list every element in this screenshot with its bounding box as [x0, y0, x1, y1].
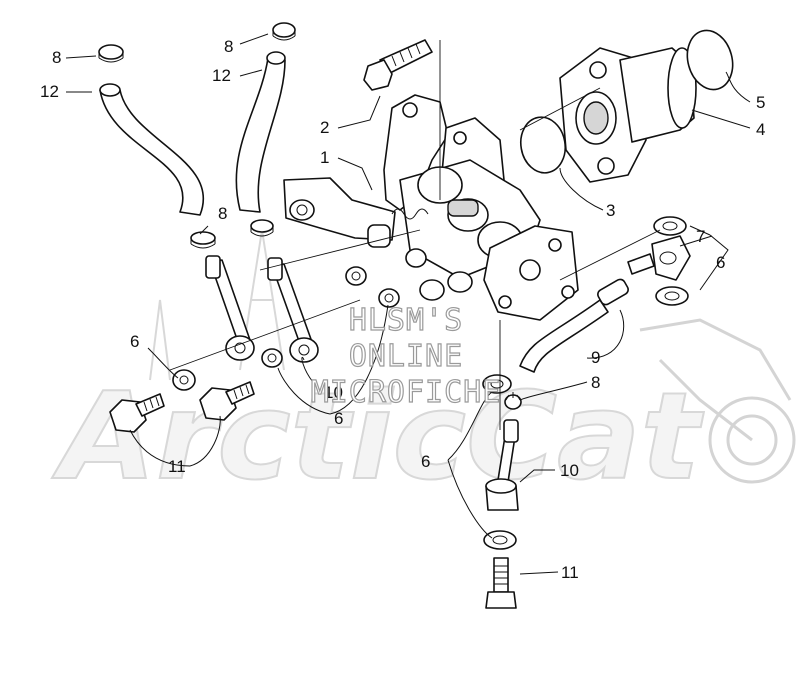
callout-4: 4 [756, 120, 765, 139]
callout-8-mid: 8 [218, 204, 227, 223]
hose-part-12-left [99, 83, 204, 216]
callout-11-lower: 11 [561, 563, 579, 582]
callout-8-top-right: 8 [224, 37, 233, 56]
clamp-part-8-top-right [272, 22, 296, 41]
banjo-bolt-part-11-lower [485, 557, 517, 609]
washer-part-6-c [345, 266, 367, 286]
bolt-part-2 [363, 39, 433, 91]
callout-11-left: 11 [168, 457, 186, 476]
watermark-background: ArcticCat [51, 229, 796, 508]
callout-12-right: 12 [212, 66, 231, 85]
callout-8-lower: 8 [591, 373, 600, 392]
callout-8-top-left: 8 [52, 48, 61, 67]
clamp-part-8-mid-left [190, 231, 216, 249]
watermark-line-2: ONLINE [349, 339, 463, 374]
callout-10-left: 10 [324, 383, 343, 402]
banjo-fitting-part-10-lower [485, 419, 519, 511]
washer-part-6-g [653, 216, 687, 236]
washer-part-6-f [483, 530, 517, 550]
banjo-bolt-part-7 [627, 235, 691, 281]
watermark-line-1: HLSM'S [349, 303, 463, 338]
washer-part-6-a [172, 369, 196, 391]
drive-housing-part-4 [559, 47, 697, 183]
oil-line-part-9 [519, 278, 629, 373]
banjo-fitting-part-10-left [205, 255, 255, 361]
callout-6-right: 6 [716, 253, 725, 272]
watermark-snowmobile-icon [639, 318, 796, 484]
callout-6-center: 6 [334, 409, 343, 428]
callout-2: 2 [320, 118, 329, 137]
clamp-part-8-lower [504, 392, 522, 410]
watermark-logo: ArcticCat [52, 368, 705, 507]
callout-1: 1 [320, 148, 329, 167]
callout-labels: 1 2 3 4 5 6 6 6 6 7 8 8 8 8 9 10 10 11 1… [40, 37, 765, 582]
callout-10-lower: 10 [560, 461, 579, 480]
washer-part-6-b [261, 348, 283, 368]
callout-6-lower: 6 [421, 452, 430, 471]
assembly-axis-lines [169, 40, 661, 430]
clamp-part-8-mid-right [250, 219, 274, 237]
callout-9: 9 [591, 348, 600, 367]
banjo-bolt-part-11-left [109, 393, 165, 433]
callout-12-left: 12 [40, 82, 59, 101]
washer-part-6-h [655, 286, 689, 306]
leader-lines [65, 33, 751, 575]
callout-6-left: 6 [130, 332, 139, 351]
o-ring-part-3 [519, 116, 567, 174]
callout-5: 5 [756, 93, 765, 112]
hose-part-12-right [235, 51, 286, 213]
oil-pump-body [283, 94, 579, 321]
banjo-bolt-part-11-middle [199, 381, 255, 421]
watermark-text: HLSM'S ONLINE MICROFICHE [310, 302, 502, 410]
washer-part-6-e [482, 374, 512, 394]
watermark-line-3: MICROFICHE [311, 375, 502, 410]
callout-7: 7 [696, 227, 705, 246]
washer-part-6-d [378, 288, 400, 308]
clamp-part-8-top-left [98, 44, 124, 63]
seal-ring-part-5 [686, 29, 734, 91]
callout-3: 3 [606, 201, 615, 220]
